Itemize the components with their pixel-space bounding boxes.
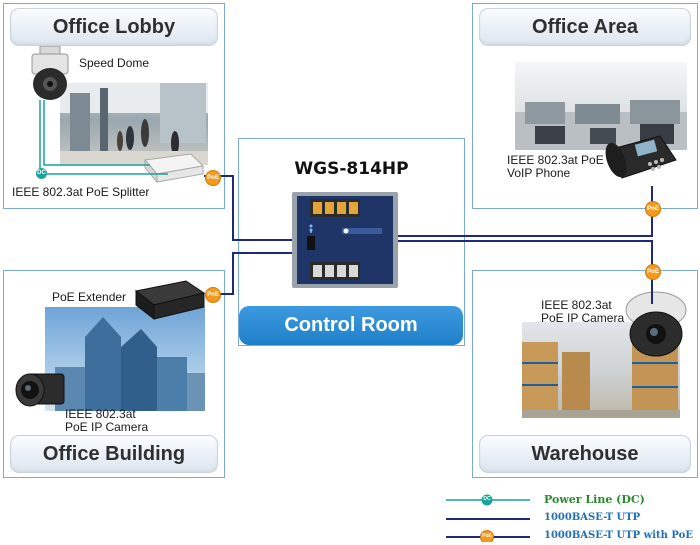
warehouse-title: Warehouse bbox=[479, 435, 691, 473]
office-area-title: Office Area bbox=[479, 8, 691, 46]
office-area-poe-badge: PoE bbox=[645, 201, 661, 217]
office-area-photo bbox=[515, 62, 687, 150]
wgs-814hp-switch bbox=[292, 192, 398, 288]
legend: DC PoE Power Line (DC) 1000BASE-T UTP 10… bbox=[440, 490, 695, 542]
poe-extender-label: PoE Extender bbox=[52, 290, 127, 304]
voip-phone-label-line2: VoIP Phone bbox=[507, 166, 571, 180]
control-room-banner: Control Room bbox=[239, 306, 463, 345]
voip-phone-device bbox=[600, 130, 680, 186]
legend-item-utp-poe: 1000BASE-T UTP with PoE bbox=[544, 530, 693, 541]
legend-lines bbox=[446, 494, 530, 542]
poe-splitter-device bbox=[141, 152, 205, 184]
office-building-photo-scene bbox=[55, 317, 205, 411]
voip-phone-label-line1: IEEE 802.3at PoE bbox=[507, 153, 604, 167]
poe-splitter-label: IEEE 802.3at PoE Splitter bbox=[12, 185, 150, 199]
office-building-title: Office Building bbox=[10, 435, 218, 473]
switch-model-label: WGS-814HP bbox=[294, 159, 409, 179]
warehouse-ip-camera bbox=[622, 290, 690, 360]
legend-poe-marker bbox=[480, 530, 494, 542]
lobby-poe-badge: PoE bbox=[205, 170, 221, 186]
warehouse-camera-label-line2: PoE IP Camera bbox=[541, 311, 625, 325]
speed-dome-label: Speed Dome bbox=[79, 56, 150, 70]
legend-item-utp: 1000BASE-T UTP bbox=[544, 512, 641, 523]
legend-dc-badge: DC bbox=[483, 496, 491, 502]
office-lobby-title: Office Lobby bbox=[10, 8, 218, 46]
legend-poe-badge: PoE bbox=[482, 533, 492, 539]
building-camera-label-line2: PoE IP Camera bbox=[65, 420, 149, 434]
speed-dome-camera bbox=[28, 46, 72, 102]
lobby-dc-badge: DC bbox=[36, 168, 47, 179]
building-camera-label-line1: IEEE 802.3at bbox=[65, 407, 136, 421]
building-ip-camera bbox=[14, 368, 66, 414]
office-building-photo bbox=[45, 307, 205, 411]
warehouse-poe-badge: PoE bbox=[645, 264, 661, 280]
poe-extender-device bbox=[132, 279, 206, 321]
legend-item-dc: Power Line (DC) bbox=[544, 493, 645, 506]
building-poe-badge: PoE bbox=[205, 287, 221, 303]
office-area-photo-scene bbox=[515, 100, 687, 150]
legend-dc-marker bbox=[481, 494, 493, 506]
